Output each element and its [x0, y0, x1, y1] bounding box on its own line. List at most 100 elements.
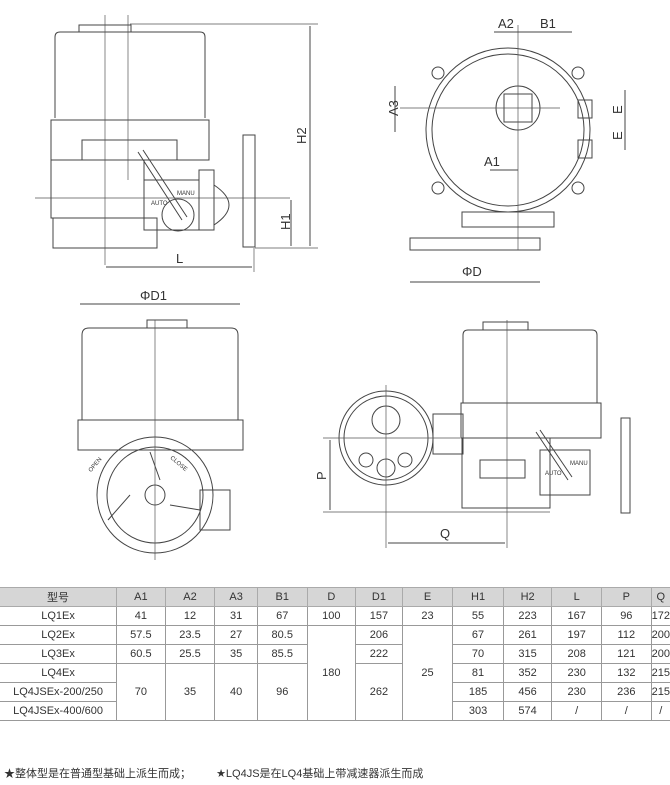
header-b1: B1	[256, 587, 308, 607]
header-a2: A2	[164, 587, 216, 607]
cell-q: 215	[650, 682, 670, 702]
cell-l: 167	[551, 606, 602, 626]
front-view-drawing: ΦD1 OPEN CLOSE	[77, 288, 244, 560]
table-row: LQ4Ex 70 35 40 96 262 81 352 230 132 215	[0, 663, 670, 721]
cell-a3: 27	[214, 625, 258, 645]
cell-a3: 35	[214, 644, 258, 664]
cell-l: 197	[551, 625, 602, 645]
cell-l: 230	[551, 663, 602, 683]
a3-label: A3	[386, 100, 401, 116]
top-view-drawing: A2 B1 A3 A1 E E ΦD	[386, 16, 626, 283]
a2-label: A2	[498, 16, 514, 31]
cell-a2: 25.5	[164, 644, 216, 664]
header-d: D	[306, 587, 357, 607]
header-e: E	[401, 587, 454, 607]
header-h2: H2	[502, 587, 553, 607]
header-a1: A1	[116, 587, 166, 607]
header-h1: H1	[452, 587, 504, 607]
header-q: Q	[650, 587, 670, 607]
cell-a1: 41	[116, 606, 166, 626]
cell-d1: 206	[355, 625, 403, 645]
combined-auto-label: AUTO	[545, 471, 562, 477]
cell-e-merged: 25	[401, 625, 454, 721]
cell-a2: 23.5	[164, 625, 216, 645]
cell-a1: 60.5	[116, 644, 166, 664]
open-label: OPEN	[88, 457, 104, 474]
cell-model: LQ4JSEx-400/600	[0, 701, 118, 721]
table-row: LQ4JSEx-400/600 303 574 / / /	[0, 701, 670, 721]
footnotes: ★整体型是在普通型基础上派生而成； ★LQ4JS是在LQ4基础上带减速器派生而成	[4, 765, 445, 781]
table-row: LQ4JSEx-200/250 185 456 230 236 215	[0, 682, 670, 702]
cell-h1: 303	[452, 701, 504, 721]
b1-label: B1	[540, 16, 556, 31]
cell-h1: 185	[452, 682, 504, 702]
header-model: 型号	[0, 587, 118, 607]
d-label: ΦD	[462, 264, 482, 279]
table-row: LQ1Ex 41 12 31 67 100 157 23 55 223 167 …	[0, 606, 670, 626]
h2-label: H2	[294, 127, 309, 144]
cell-model: LQ2Ex	[0, 625, 118, 645]
cell-a2-merged: 35	[164, 663, 216, 721]
header-d1: D1	[355, 587, 403, 607]
header-a3: A3	[214, 587, 258, 607]
cell-d1-merged: 262	[355, 663, 403, 721]
manu-label: MANU	[177, 191, 195, 197]
cell-l: 230	[551, 682, 602, 702]
footnote-lq4js: ★LQ4JS是在LQ4基础上带减速器派生而成	[216, 768, 424, 780]
side-view-drawing: H2 H1 L MANU AUTO	[35, 15, 318, 272]
header-l: L	[551, 587, 602, 607]
cell-model: LQ1Ex	[0, 606, 118, 626]
technical-drawings: H2 H1 L MANU AUTO A2 B1 A3 A1 E E ΦD ΦD1	[35, 15, 631, 560]
cell-l: /	[551, 701, 602, 721]
cell-q: 215	[650, 663, 670, 683]
cell-h2: 352	[502, 663, 553, 683]
table-header-row: 型号 A1 A2 A3 B1 D D1 E H1 H2 L P Q	[0, 587, 670, 607]
cell-h2: 223	[502, 606, 553, 626]
cell-b1: 85.5	[256, 644, 308, 664]
cell-a2: 12	[164, 606, 216, 626]
e-label-1: E	[610, 105, 625, 114]
cell-b1: 67	[256, 606, 308, 626]
table-row: LQ3Ex 60.5 25.5 35 85.5 222 70 315 208 1…	[0, 644, 670, 664]
cell-q: /	[650, 701, 670, 721]
cell-a3-merged: 40	[214, 663, 258, 721]
cell-p: /	[600, 701, 652, 721]
cell-e: 23	[401, 606, 454, 626]
cell-p: 132	[600, 663, 652, 683]
footnote-integral: ★整体型是在普通型基础上派生而成；	[4, 768, 191, 780]
table-row: LQ2Ex 57.5 23.5 27 80.5 180 206 25 67 26…	[0, 625, 670, 721]
p-label: P	[314, 471, 329, 480]
cell-model: LQ4JSEx-200/250	[0, 682, 118, 702]
cell-h1: 81	[452, 663, 504, 683]
combined-manu-label: MANU	[570, 461, 588, 467]
l-label: L	[176, 251, 183, 266]
cell-q: 200	[650, 644, 670, 664]
cell-a1-merged: 70	[116, 663, 166, 721]
cell-a1: 57.5	[116, 625, 166, 645]
cell-d-merged: 180	[306, 625, 357, 721]
cell-p: 112	[600, 625, 652, 645]
cell-b1-merged: 96	[256, 663, 308, 721]
cell-h2: 315	[502, 644, 553, 664]
a1-label: A1	[484, 154, 500, 169]
cell-a3: 31	[214, 606, 258, 626]
cell-p: 236	[600, 682, 652, 702]
cell-d1: 157	[355, 606, 403, 626]
cell-p: 96	[600, 606, 652, 626]
cell-p: 121	[600, 644, 652, 664]
header-p: P	[600, 587, 652, 607]
cell-h1: 55	[452, 606, 504, 626]
cell-h1: 67	[452, 625, 504, 645]
auto-label: AUTO	[151, 201, 168, 207]
cell-l: 208	[551, 644, 602, 664]
cell-q: 172	[650, 606, 670, 626]
combined-view-drawing: P Q MANU AUTO	[314, 320, 631, 548]
h1-label: H1	[278, 213, 293, 230]
cell-d1: 222	[355, 644, 403, 664]
e-label-2: E	[610, 131, 625, 140]
d1-label: ΦD1	[140, 288, 167, 303]
q-label: Q	[440, 526, 450, 541]
cell-b1: 80.5	[256, 625, 308, 645]
cell-model: LQ4Ex	[0, 663, 118, 683]
cell-h2: 574	[502, 701, 553, 721]
